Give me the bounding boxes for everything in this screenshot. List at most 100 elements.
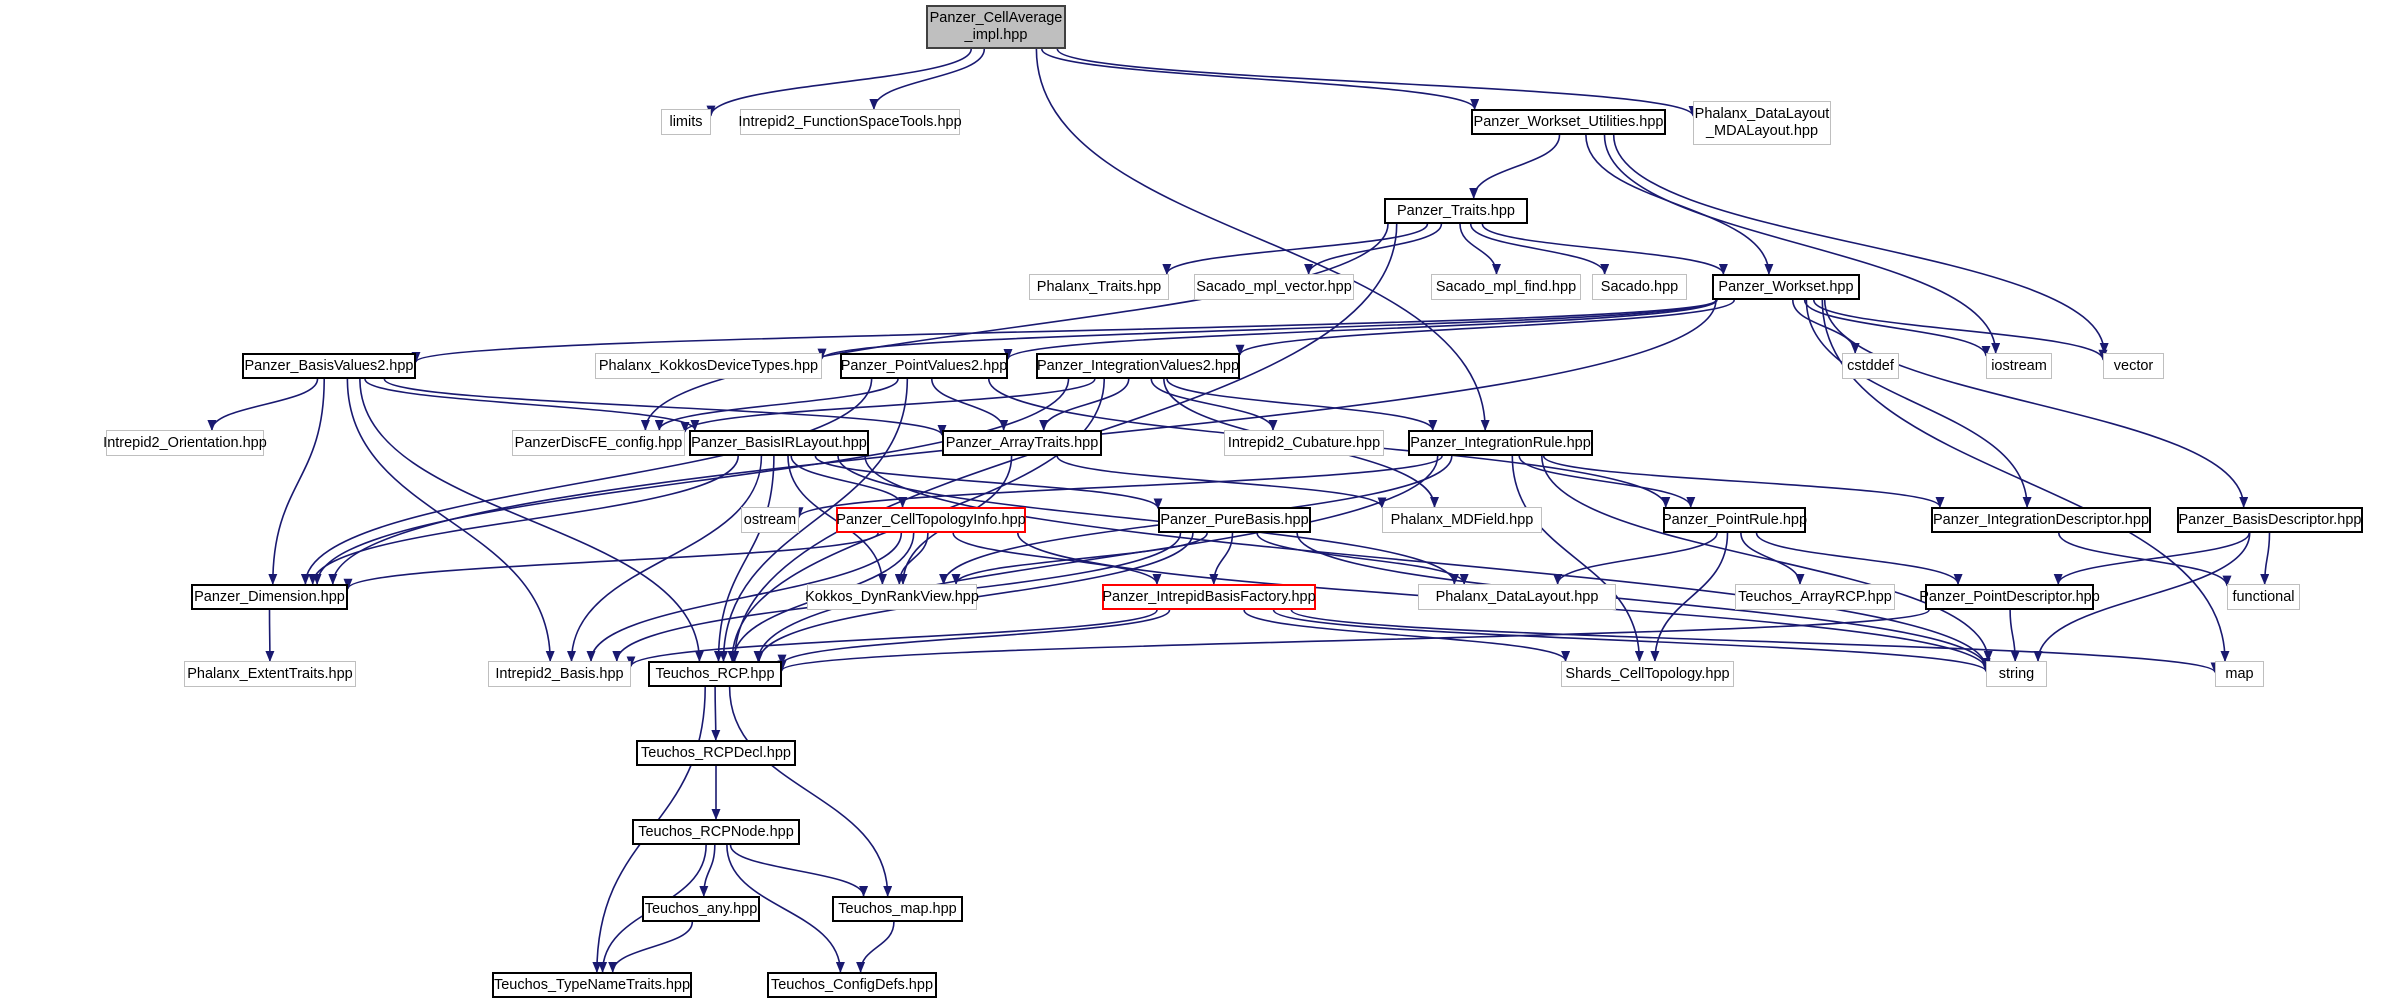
edge-ibf-to-string [1272,609,1991,673]
edge-pointrule-to-dlayout [1553,532,1718,585]
edge-iv2-to-dim [312,378,1070,585]
edge-intrule-to-shards [1511,455,1644,662]
edge-basisdesc-to-functional [2260,532,2271,585]
edge-wsu-to-vector [1612,134,2109,354]
node-panzer-integrationrule[interactable]: Panzer_IntegrationRule.hpp [1408,430,1593,456]
edge-layer [207,48,2271,973]
node-panzer-integrationvalues2[interactable]: Panzer_IntegrationValues2.hpp [1036,353,1240,379]
node-phalanx-datalayout-mdalayout: Phalanx_DataLayout _MDALayout.hpp [1693,101,1831,145]
edge-bv2-to-orient [207,378,319,431]
edge-wsu-to-iostream [1603,134,2001,354]
edge-pointrule-to-arrayrcp [1740,532,1805,585]
node-teuchos-arrayrcp: Teuchos_ArrayRCP.hpp [1735,584,1895,610]
node-cstddef: cstddef [1842,353,1899,379]
node-phalanx-extenttraits: Phalanx_ExtentTraits.hpp [184,661,356,687]
node-sacado-mpl-vector: Sacado_mpl_vector.hpp [1194,274,1354,300]
edge-cti-to-dim [343,532,879,590]
edge-rcpnode-to-tmap [729,844,869,897]
node-panzer-pointdescriptor[interactable]: Panzer_PointDescriptor.hpp [1919,584,2100,610]
node-teuchos-rcpnode[interactable]: Teuchos_RCPNode.hpp [632,819,800,845]
node-panzer-pointrule[interactable]: Panzer_PointRule.hpp [1662,507,1807,533]
node-panzer-basisdescriptor[interactable]: Panzer_BasisDescriptor.hpp [2177,507,2363,533]
edge-iv2-to-discfe [680,378,1096,433]
node-limits: limits [661,109,711,135]
node-panzer-integrationdescriptor[interactable]: Panzer_IntegrationDescriptor.hpp [1931,507,2151,533]
edge-pv2-to-dim [300,378,873,585]
node-iostream: iostream [1986,353,2052,379]
edge-intrule-to-pointrule [1518,455,1696,508]
node-panzer-basisirlayout[interactable]: Panzer_BasisIRLayout.hpp [689,430,869,456]
node-intrepid2-basis: Intrepid2_Basis.hpp [488,661,631,687]
node-panzer-dimension[interactable]: Panzer_Dimension.hpp [191,584,348,610]
edge-birl-to-dynrank [787,455,887,585]
edge-pv2-to-rcp [719,378,909,662]
node-phalanx-kokkosdevicetypes: Phalanx_KokkosDeviceTypes.hpp [595,353,822,379]
edge-ibf-to-map [1290,609,2220,674]
edge-ibf-to-ibasis [626,609,1158,668]
edge-root-to-wsu [1041,48,1480,110]
node-root-panzer-cellaverage-impl: Panzer_CellAverage _impl.hpp [926,5,1066,49]
edge-bv2-to-birl [364,378,700,431]
node-shards-celltopology: Shards_CellTopology.hpp [1561,661,1734,687]
node-phalanx-datalayout: Phalanx_DataLayout.hpp [1418,584,1616,610]
node-panzer-traits[interactable]: Panzer_Traits.hpp [1384,198,1528,224]
node-panzer-pointvalues2[interactable]: Panzer_PointValues2.hpp [840,353,1008,379]
edge-bv2-to-arrtraits [383,378,947,436]
edge-traits-to-smplvec [1304,223,1443,275]
edge-birl-to-dlayout [837,455,1459,585]
node-panzerdiscfe-config: PanzerDiscFE_config.hpp [512,430,685,456]
edge-root-to-limits [706,48,972,117]
node-phalanx-traits: Phalanx_Traits.hpp [1029,274,1169,300]
node-teuchos-rcpdecl[interactable]: Teuchos_RCPDecl.hpp [636,740,796,766]
node-teuchos-any[interactable]: Teuchos_any.hpp [642,896,760,922]
edge-purebasis-to-dynrank [951,532,1208,585]
edge-rcp-to-rcpdecl [711,686,721,741]
edge-cti-to-ibasis [586,532,903,662]
node-teuchos-configdefs[interactable]: Teuchos_ConfigDefs.hpp [767,972,937,998]
edge-cti-to-dynrank [894,532,929,585]
edge-wsu-to-traits [1469,134,1561,199]
edge-traits-to-workset [1481,223,1728,275]
node-vector: vector [2103,353,2164,379]
edge-intdesc-to-functional [2058,532,2232,587]
edge-root-to-fst [869,48,986,110]
node-phalanx-mdfield: Phalanx_MDField.hpp [1382,507,1542,533]
edge-purebasis-to-string [1296,532,1991,669]
edge-birl-to-dim [308,455,739,585]
node-panzer-intrepidbasisfactory[interactable]: Panzer_IntrepidBasisFactory.hpp [1102,584,1316,610]
edge-pv2-to-arrtraits [931,378,1009,431]
edge-traits-to-phtraits [1162,223,1429,275]
edge-workset-to-kdt [817,299,1717,360]
node-teuchos-map[interactable]: Teuchos_map.hpp [832,896,963,922]
edge-rcp-to-tmap [728,686,893,897]
edge-iv2-to-cubature [1150,378,1278,431]
edge-intrule-to-rcp [753,455,1439,662]
node-map: map [2215,661,2264,687]
node-panzer-celltopologyinfo[interactable]: Panzer_CellTopologyInfo.hpp [836,507,1026,533]
edge-purebasis-to-ibf [1209,532,1234,585]
node-sacado: Sacado.hpp [1592,274,1687,300]
node-panzer-basisvalues2[interactable]: Panzer_BasisValues2.hpp [242,353,416,379]
node-panzer-purebasis[interactable]: Panzer_PureBasis.hpp [1158,507,1311,533]
node-teuchos-typenametraits[interactable]: Teuchos_TypeNameTraits.hpp [492,972,692,998]
node-kokkos-dynrankview: Kokkos_DynRankView.hpp [805,584,979,610]
edge-workset-to-cstddef [1792,299,1860,354]
edge-ibf-to-rcp [777,609,1171,666]
node-intrepid2-functionspacetools: Intrepid2_FunctionSpaceTools.hpp [738,109,962,135]
edge-traits-to-sacado [1469,223,1610,275]
node-string: string [1986,661,2047,687]
edge-root-to-intrule [1035,48,1490,431]
node-intrepid2-orientation: Intrepid2_Orientation.hpp [103,430,267,456]
edge-workset-to-pv2 [1003,299,1718,360]
edge-basisdesc-to-string [2033,532,2251,662]
node-panzer-workset-utilities[interactable]: Panzer_Workset_Utilities.hpp [1471,109,1666,135]
edge-iv2-to-intrule [1166,378,1438,431]
node-sacado-mpl-find: Sacado_mpl_find.hpp [1431,274,1581,300]
edge-purebasis-to-dlayout [1256,532,1469,585]
edge-workset-to-basisdesc [1823,299,2249,508]
node-panzer-workset[interactable]: Panzer_Workset.hpp [1712,274,1860,300]
node-panzer-arraytraits[interactable]: Panzer_ArrayTraits.hpp [942,430,1102,456]
node-teuchos-rcp[interactable]: Teuchos_RCP.hpp [648,661,782,687]
